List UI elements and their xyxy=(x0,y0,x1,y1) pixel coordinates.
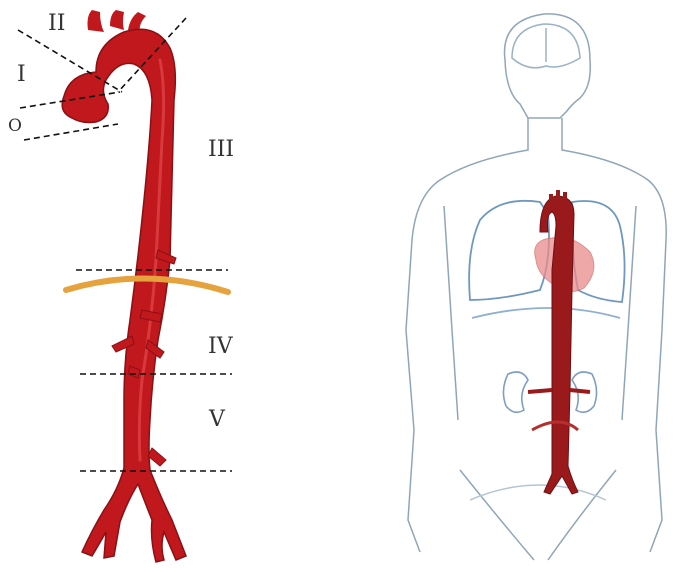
left-torso-outline xyxy=(406,118,528,552)
left-kidney xyxy=(503,372,528,412)
small-branch-2 xyxy=(556,190,560,200)
small-branch-3 xyxy=(563,192,567,202)
pelvic-brim xyxy=(470,485,606,500)
small-branch-1 xyxy=(549,194,553,204)
diaphragm-line xyxy=(472,308,620,318)
right-inner-arm xyxy=(622,206,636,420)
right-torso-outline xyxy=(562,118,666,552)
left-inner-arm xyxy=(444,206,458,420)
left-pelvis-line xyxy=(460,470,534,560)
right-pelvis-line xyxy=(548,470,616,560)
body-outline xyxy=(406,14,666,560)
